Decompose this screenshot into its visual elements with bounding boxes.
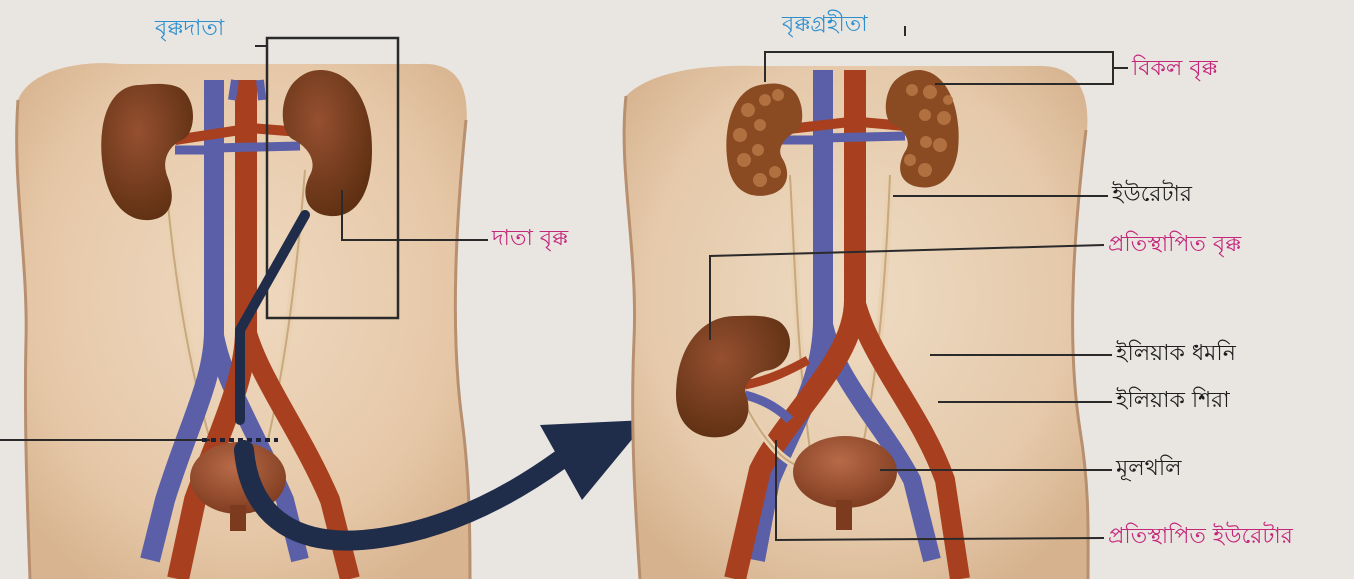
recipient-title: বৃক্কগ্রহীতা — [782, 14, 868, 36]
transplanted-ureter-label: প্রতিস্থাপিত ইউরেটার — [1108, 526, 1293, 548]
transplanted-kidney-label: প্রতিস্থাপিত বৃক্ক — [1108, 234, 1241, 256]
donor-title: বৃক্কদাতা — [155, 18, 224, 40]
ureter-label: ইউরেটার — [1112, 184, 1192, 206]
bladder-label: মূলথলি — [1116, 458, 1182, 480]
donor-kidney-label: দাতা বৃক্ক — [492, 228, 568, 250]
failed-kidney-label: বিকল বৃক্ক — [1132, 58, 1218, 80]
iliac-artery-label: ইলিয়াক ধমনি — [1116, 343, 1236, 365]
iliac-vein-label: ইলিয়াক শিরা — [1116, 390, 1230, 412]
